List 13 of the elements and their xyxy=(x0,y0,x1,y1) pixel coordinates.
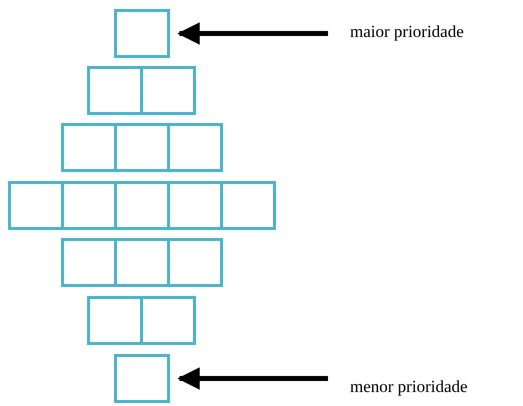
priority-label: maior prioridade xyxy=(350,22,464,42)
empty-square xyxy=(114,9,170,58)
empty-square xyxy=(140,296,196,345)
empty-square xyxy=(87,296,143,345)
empty-square xyxy=(114,354,170,403)
arrow xyxy=(177,22,328,45)
arrow xyxy=(177,367,328,390)
empty-square xyxy=(60,238,116,287)
empty-square xyxy=(87,66,143,115)
empty-square xyxy=(8,181,64,230)
priority-label: menor prioridade xyxy=(350,377,468,397)
empty-square xyxy=(140,66,196,115)
empty-square xyxy=(60,123,116,172)
